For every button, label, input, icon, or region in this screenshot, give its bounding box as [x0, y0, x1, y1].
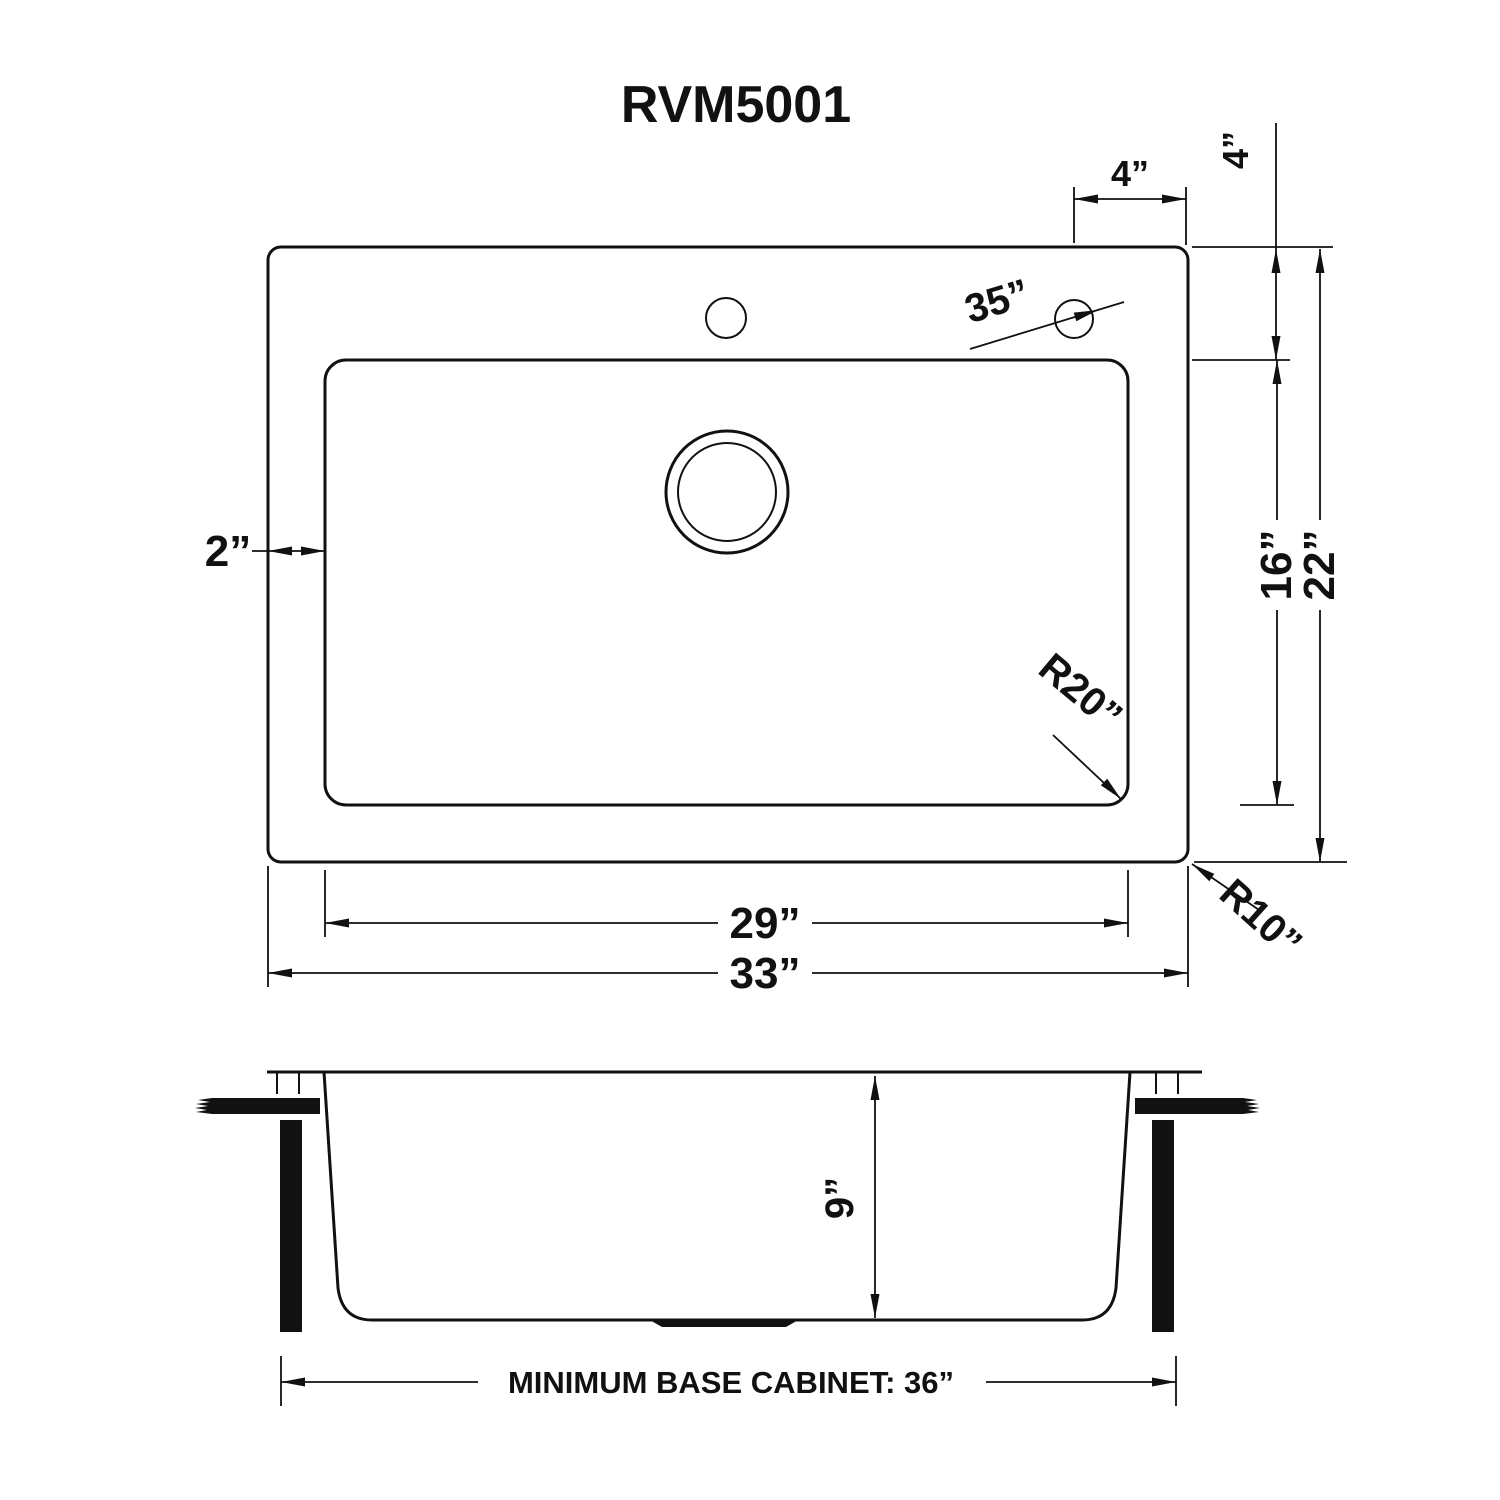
dim-label-offset-top: 4” [1111, 153, 1149, 194]
dim-basin-depth: 16” [1240, 360, 1301, 806]
cabinet-wall-right [1152, 1120, 1174, 1332]
dim-label-hole-diameter: 35” [960, 271, 1035, 332]
drain-outer-ring [664, 429, 790, 555]
countertop-right [1135, 1098, 1260, 1114]
plan-view [266, 245, 1190, 864]
dim-overall-width: 33” [267, 866, 1189, 998]
dim-deck-corner-radius: R10” [1191, 863, 1310, 966]
dim-hole-diameter: 35” [960, 271, 1125, 350]
dim-label-left-reveal: 2” [205, 527, 251, 576]
model-number-title: RVM5001 [621, 76, 851, 134]
dim-label-overall-width: 33” [730, 949, 801, 998]
dim-label-basin-width: 29” [730, 899, 801, 948]
sink-basin-edge [323, 358, 1130, 807]
dim-label-min-base-cabinet: MINIMUM BASE CABINET: 36” [508, 1365, 954, 1400]
dim-left-reveal: 2” [205, 527, 325, 576]
faucet-hole-center [705, 297, 747, 339]
bowl-profile [322, 1071, 1132, 1322]
dim-overall-depth: 22” [1194, 249, 1347, 863]
faucet-hole-right [1054, 299, 1094, 339]
dim-min-base-cabinet: MINIMUM BASE CABINET: 36” [280, 1356, 1177, 1406]
drain-inner-ring [677, 442, 777, 542]
dim-faucet-offset-top: 4” [1073, 153, 1187, 245]
dim-basin-corner-radius: R20” [1030, 645, 1130, 800]
dim-label-basin-depth: 16” [1252, 530, 1301, 601]
dim-label-offset-right: 4” [1215, 131, 1256, 169]
dim-basin-width: 29” [324, 870, 1129, 948]
sink-outer-edge [266, 245, 1190, 864]
dim-label-overall-depth: 22” [1295, 530, 1344, 601]
cabinet-wall-left [280, 1120, 302, 1332]
mounting-clips [276, 1072, 1179, 1094]
dim-label-deck-corner-radius: R10” [1211, 871, 1310, 966]
dim-label-basin-corner-radius: R20” [1030, 645, 1130, 739]
drain-recess [648, 1319, 800, 1327]
dim-faucet-offset-right: 4” [1192, 123, 1333, 361]
dim-label-bowl-depth: 9” [818, 1177, 862, 1219]
dim-bowl-depth: 9” [818, 1076, 880, 1318]
countertop-left [195, 1098, 320, 1114]
section-view [195, 1070, 1260, 1332]
